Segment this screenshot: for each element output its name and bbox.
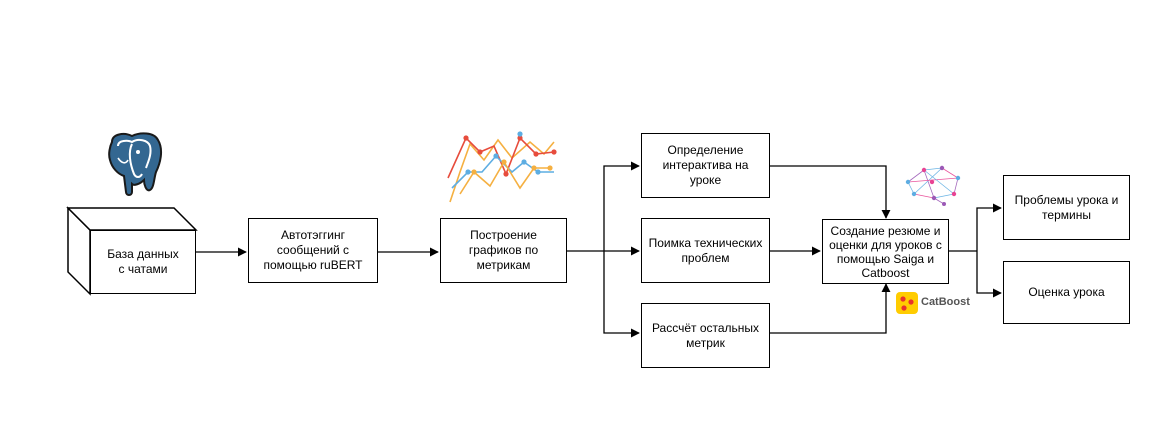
arrow-to-problems: [976, 203, 1002, 251]
ai-brain-icon: [905, 165, 961, 206]
catboost-logo-text: CatBoost: [921, 296, 970, 308]
node-summary-and-grading: Создание резюме и оценки для уроков с по…: [822, 219, 949, 284]
arrow-to-other-metrics: [603, 251, 640, 338]
arrow-to-interactive: [603, 161, 640, 251]
line-chart-icon: [447, 131, 557, 203]
node-tech-problems: Поимка технических проблем: [641, 218, 770, 283]
arrow-interactive-to-summary: [770, 165, 891, 219]
node-other-metrics: Рассчёт остальных метрик: [641, 303, 770, 368]
arrow-other-to-summary: [770, 283, 891, 334]
node-database: База данных с чатами: [90, 230, 196, 294]
node-lesson-grade: Оценка урока: [1003, 261, 1130, 324]
node-interactive-detection: Определение интерактива на уроке: [641, 133, 770, 198]
catboost-logo: [896, 292, 918, 314]
node-build-charts: Построение графиков по метрикам: [440, 218, 567, 283]
database-cube: [66, 206, 198, 296]
arrow-to-grade: [976, 251, 1002, 298]
node-lesson-problems: Проблемы урока и термины: [1003, 175, 1130, 240]
node-autotagging: Автотэггинг сообщений с помощью ruBERT: [248, 218, 378, 283]
postgresql-elephant-icon: [108, 132, 163, 196]
